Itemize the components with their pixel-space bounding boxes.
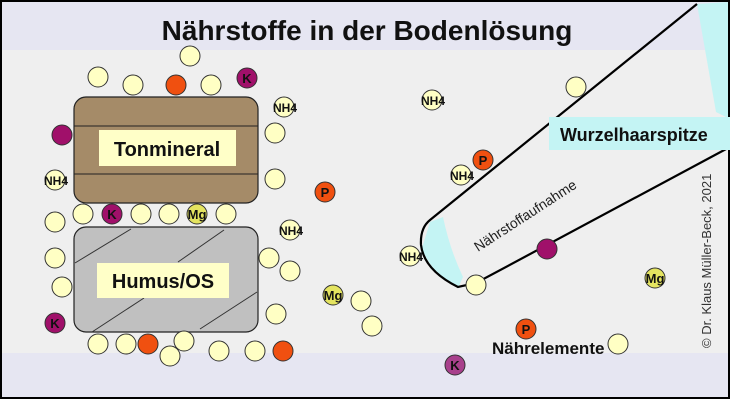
ion xyxy=(179,45,201,67)
ion-nh4-label: NH4 xyxy=(44,174,68,188)
root-tip-cyan-bottom xyxy=(422,217,463,288)
ion-nh4-label: NH4 xyxy=(279,224,303,238)
ion xyxy=(265,303,287,325)
ion xyxy=(87,66,109,88)
humus-label: Humus/OS xyxy=(112,271,214,293)
ion-nh4-label: NH4 xyxy=(399,250,423,264)
ion-k-label: K xyxy=(50,316,60,331)
ion-k xyxy=(444,354,466,376)
ion xyxy=(350,290,372,312)
ion-p-unlabeled xyxy=(137,333,159,355)
ion-mg-label: Mg xyxy=(324,288,343,303)
ion-mg xyxy=(186,203,208,225)
ion xyxy=(159,345,181,367)
ion xyxy=(122,74,144,96)
ion xyxy=(115,333,137,355)
ion xyxy=(208,340,230,362)
root-tip-cyan-top xyxy=(697,2,728,118)
ion-k-label: K xyxy=(242,71,252,86)
ion-nh4 xyxy=(44,169,66,191)
ion xyxy=(264,168,286,190)
ion-k-unlabeled xyxy=(51,124,73,146)
ion-nh4 xyxy=(273,96,295,118)
ion-p-label: P xyxy=(522,322,531,337)
clay-mineral: Tonmineral xyxy=(73,96,259,204)
ion-p xyxy=(472,149,494,171)
ion xyxy=(244,340,266,362)
ion-p xyxy=(515,318,537,340)
ion-nh4 xyxy=(421,89,443,111)
ion-nh4 xyxy=(450,164,472,186)
top-band xyxy=(2,2,728,50)
ion xyxy=(44,211,66,233)
ion-k xyxy=(44,312,66,334)
ion xyxy=(130,203,152,225)
ion xyxy=(607,333,629,355)
ion-p-label: P xyxy=(321,185,330,200)
ion xyxy=(51,276,73,298)
ion xyxy=(200,74,222,96)
ion-nh4-label: NH4 xyxy=(421,94,445,108)
ion xyxy=(361,315,383,337)
ion-p-unlabeled xyxy=(272,340,294,362)
ion xyxy=(72,203,94,225)
ion-p xyxy=(314,181,336,203)
ion-p-label: P xyxy=(479,153,488,168)
ion-nh4-label: NH4 xyxy=(450,169,474,183)
ion-nh4-label: NH4 xyxy=(273,101,297,115)
ion-nh4 xyxy=(399,245,421,267)
ion-k-label: K xyxy=(450,358,460,373)
ion xyxy=(173,330,195,352)
ion-mg-label: Mg xyxy=(646,271,665,286)
root-tip-label: Wurzelhaarspitze xyxy=(560,125,708,145)
humus: Humus/OS xyxy=(73,226,259,333)
bottom-band xyxy=(2,353,728,397)
ion xyxy=(215,203,237,225)
ion-k xyxy=(101,203,123,225)
ion-p-unlabeled xyxy=(165,74,187,96)
ion xyxy=(279,260,301,282)
root-outline xyxy=(419,3,729,289)
ion-k-label: K xyxy=(107,207,117,222)
ion xyxy=(465,274,487,296)
ion-k xyxy=(236,67,258,89)
ion xyxy=(258,247,280,269)
ion-nh4 xyxy=(279,219,301,241)
ion-mg-label: Mg xyxy=(188,207,207,222)
ion xyxy=(264,122,286,144)
ion-mg xyxy=(322,284,344,306)
ion xyxy=(87,333,109,355)
copyright: © Dr. Klaus Müller-Beck, 2021 xyxy=(699,174,714,348)
root-tip-label-box xyxy=(549,117,730,150)
ion-k-unlabeled xyxy=(536,238,558,260)
diagram-title: Nährstoffe in der Bodenlösung xyxy=(162,15,573,46)
nutrients-label: Nährelemente xyxy=(492,339,604,358)
ion xyxy=(158,203,180,225)
ion xyxy=(44,247,66,269)
ion xyxy=(565,76,587,98)
ion-mg xyxy=(644,267,666,289)
clay-label: Tonmineral xyxy=(114,139,220,161)
